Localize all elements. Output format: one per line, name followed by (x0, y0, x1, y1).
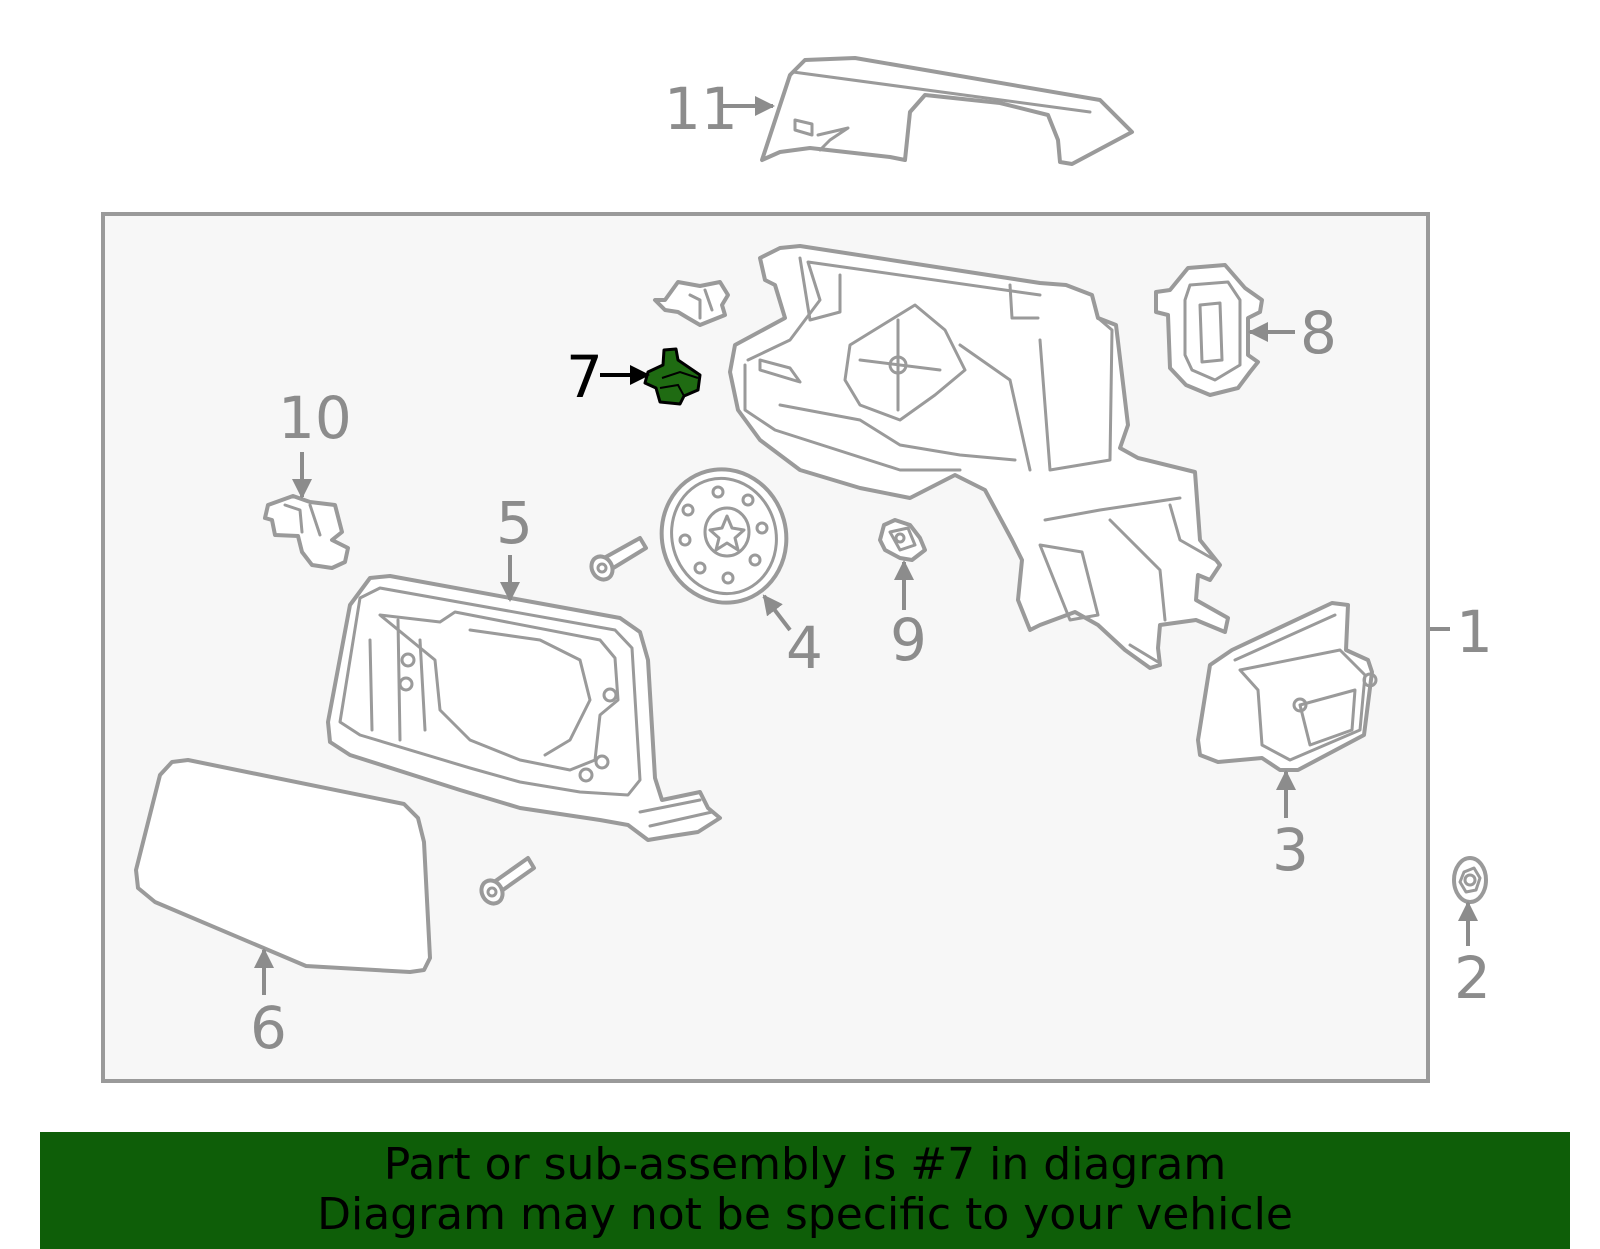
callout-9: 9 (890, 606, 927, 674)
mirror-housing (728, 244, 1230, 670)
callout-1: 1 (1456, 598, 1493, 666)
part-7-highlighted (643, 347, 702, 406)
leader-4 (762, 594, 792, 632)
clip-part (653, 280, 730, 327)
info-banner: Part or sub-assembly is #7 in diagram Di… (40, 1132, 1570, 1249)
part-2-nut (1452, 856, 1488, 904)
parts-diagram: 11 8 10 7 5 4 9 1 3 2 6 (101, 56, 1493, 1083)
callout-2: 2 (1454, 944, 1491, 1012)
callout-10: 10 (278, 384, 352, 452)
callout-3: 3 (1272, 816, 1309, 884)
callout-8: 8 (1300, 299, 1337, 367)
banner-line-1: Part or sub-assembly is #7 in diagram (383, 1139, 1227, 1190)
part-11-mirror-cover (760, 56, 1134, 166)
part-8-bracket (1154, 263, 1264, 397)
callout-6: 6 (250, 994, 287, 1062)
part-10-connector (263, 494, 350, 570)
callout-7: 7 (566, 343, 603, 411)
screw-lower (479, 856, 536, 906)
callout-11: 11 (664, 75, 738, 143)
part-6-mirror-glass (134, 758, 432, 974)
banner-line-2: Diagram may not be specific to your vehi… (317, 1189, 1293, 1240)
screw-upper (589, 536, 648, 582)
part-9-clip (878, 518, 927, 562)
callout-4: 4 (786, 614, 823, 682)
part-5-backing-plate (326, 574, 722, 842)
part-3-connector-housing (1196, 601, 1378, 772)
callout-5: 5 (496, 489, 533, 557)
part-4-actuator-disc (659, 467, 789, 605)
